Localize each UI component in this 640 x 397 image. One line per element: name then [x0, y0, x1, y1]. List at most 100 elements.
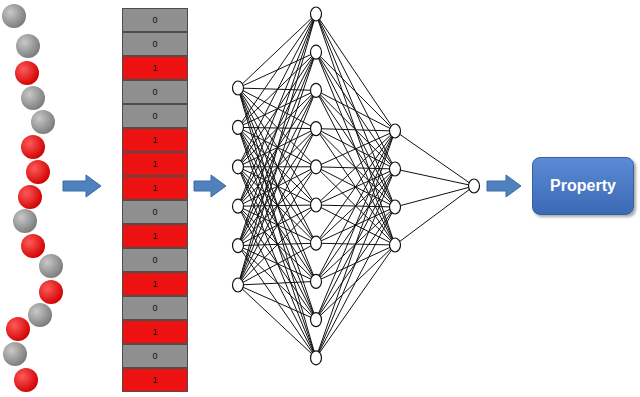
network-link	[316, 129, 395, 169]
neuron	[311, 122, 322, 136]
neuron	[311, 236, 322, 250]
network-link	[316, 131, 395, 205]
neural-network	[233, 7, 480, 365]
network-link	[238, 90, 316, 285]
network-link	[316, 90, 395, 169]
red-bead	[21, 135, 45, 159]
network-link	[238, 14, 316, 285]
block-arrow	[487, 175, 521, 197]
neuron	[311, 198, 322, 212]
bit-cell: 1	[122, 272, 188, 296]
neuron	[233, 199, 244, 213]
network-link	[316, 90, 395, 245]
network-link	[316, 131, 395, 358]
network-link	[238, 52, 316, 285]
bit-cell: 0	[122, 344, 188, 368]
polymer-chain	[2, 4, 63, 392]
network-link	[238, 285, 316, 320]
bit-cell: 1	[122, 176, 188, 200]
neuron	[390, 162, 401, 176]
neuron	[233, 278, 244, 292]
red-bead	[14, 368, 38, 392]
bit-cell: 0	[122, 296, 188, 320]
network-link	[238, 14, 316, 246]
bit-cell: 1	[122, 224, 188, 248]
bit-value: 1	[152, 280, 157, 289]
neuron	[390, 124, 401, 138]
gray-bead	[39, 254, 63, 278]
network-link	[316, 14, 395, 245]
network-link	[238, 88, 316, 167]
bit-cell: 1	[122, 320, 188, 344]
network-link	[316, 169, 395, 358]
network-link	[316, 131, 395, 167]
neuron	[311, 45, 322, 59]
property-label: Property	[550, 177, 616, 195]
bit-cell: 1	[122, 152, 188, 176]
network-link	[316, 129, 395, 245]
bit-cell: 1	[122, 56, 188, 80]
bit-value: 0	[152, 88, 157, 97]
bit-value: 1	[152, 232, 157, 241]
bit-value: 1	[152, 376, 157, 385]
network-link	[316, 52, 395, 169]
neuron	[233, 160, 244, 174]
neuron	[311, 83, 322, 97]
bit-value: 0	[152, 352, 157, 361]
gray-bead	[28, 303, 52, 327]
gray-bead	[16, 34, 40, 58]
gray-bead	[3, 342, 27, 366]
network-link	[238, 129, 316, 285]
network-link	[316, 52, 395, 131]
neuron	[390, 200, 401, 214]
bit-cell: 1	[122, 368, 188, 392]
bit-value: 0	[152, 16, 157, 25]
bit-cell: 0	[122, 32, 188, 56]
network-link	[395, 169, 474, 186]
network-link	[316, 207, 395, 358]
property-box: Property	[532, 157, 634, 215]
network-link	[316, 90, 395, 207]
network-link	[238, 205, 316, 285]
network-link	[238, 281, 316, 285]
network-link	[238, 285, 316, 358]
bit-cell: 0	[122, 8, 188, 32]
bit-value: 0	[152, 304, 157, 313]
bit-value: 1	[152, 64, 157, 73]
neuron	[311, 351, 322, 365]
network-link	[316, 90, 395, 131]
gray-bead	[13, 209, 37, 233]
red-bead	[15, 61, 39, 85]
neuron	[311, 274, 322, 288]
bit-value: 0	[152, 208, 157, 217]
network-link	[316, 52, 395, 245]
neuron	[311, 313, 322, 327]
gray-bead	[31, 110, 55, 134]
network-link	[238, 14, 316, 167]
red-bead	[26, 160, 50, 184]
bit-cell: 0	[122, 200, 188, 224]
neuron	[390, 238, 401, 252]
bit-value: 1	[152, 160, 157, 169]
neuron	[311, 7, 322, 21]
network-link	[395, 186, 474, 207]
network-link	[316, 129, 395, 131]
network-link	[238, 167, 316, 285]
bit-cell: 0	[122, 80, 188, 104]
bit-cell: 0	[122, 104, 188, 128]
red-bead	[6, 317, 30, 341]
bit-value: 1	[152, 184, 157, 193]
network-link	[395, 186, 474, 245]
gray-bead	[2, 4, 26, 28]
network-link	[316, 131, 395, 320]
red-bead	[18, 185, 42, 209]
neuron	[233, 120, 244, 134]
network-link	[316, 52, 395, 207]
network-link	[316, 129, 395, 207]
block-arrow	[194, 175, 226, 197]
bit-value: 0	[152, 256, 157, 265]
gray-bead	[21, 86, 45, 110]
bit-cell: 0	[122, 248, 188, 272]
bit-cell: 1	[122, 128, 188, 152]
